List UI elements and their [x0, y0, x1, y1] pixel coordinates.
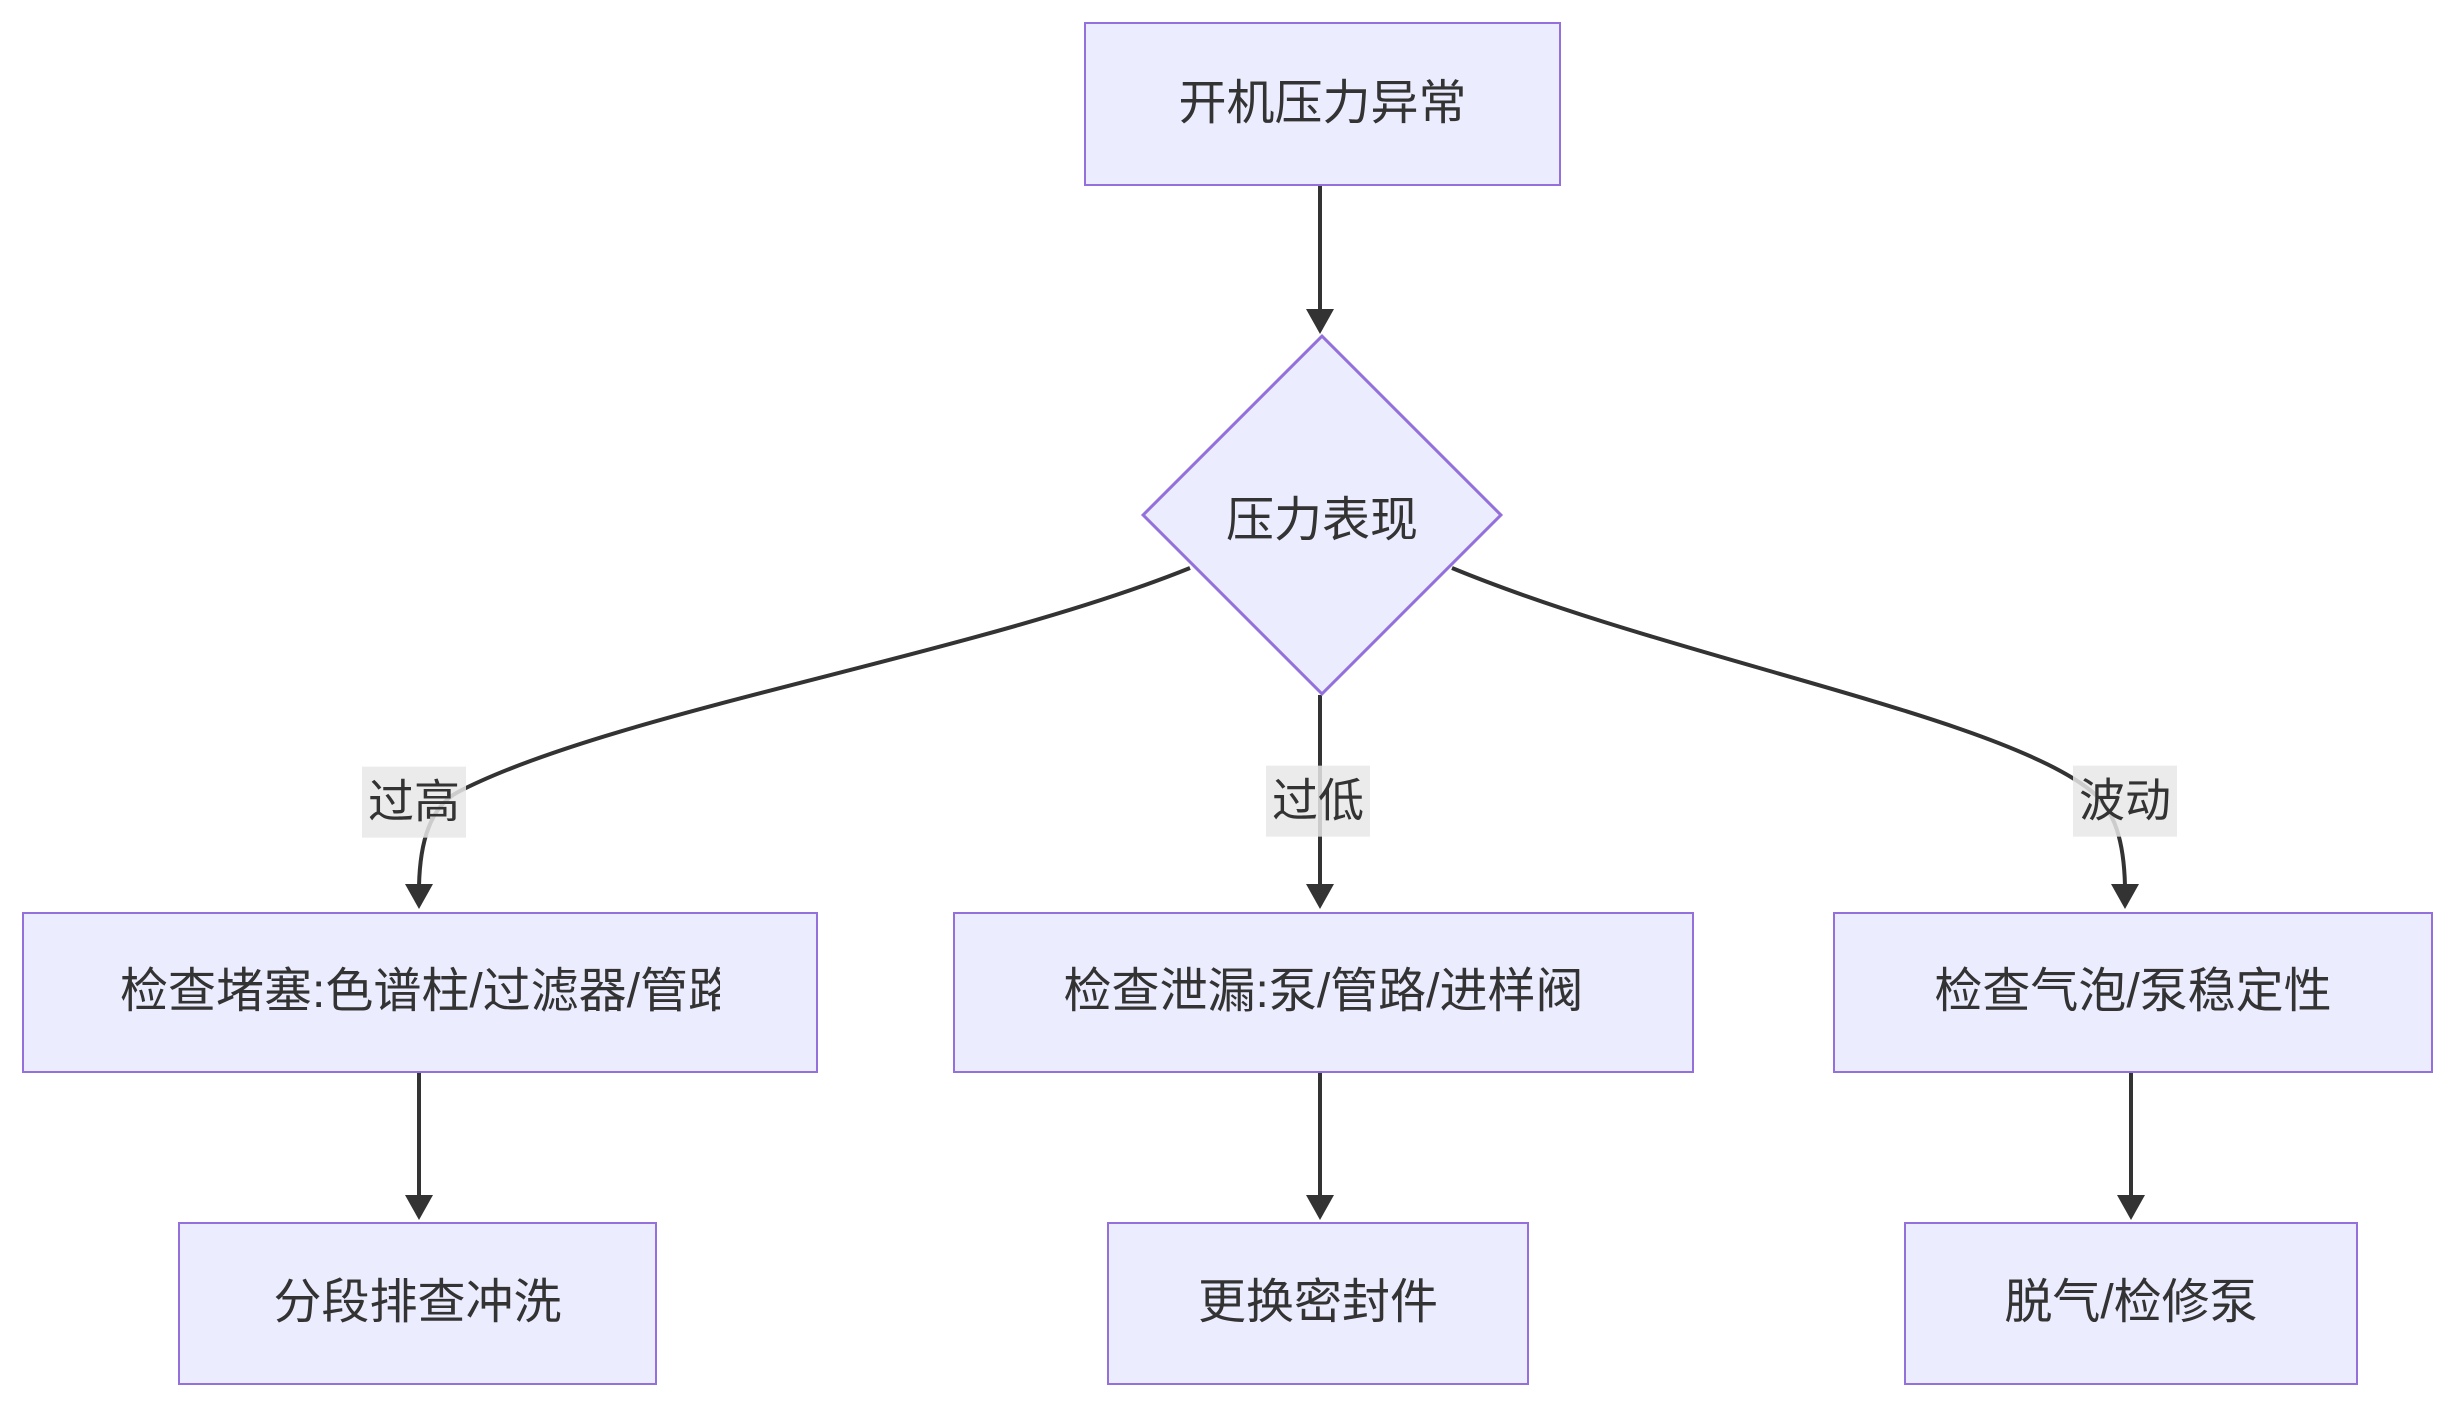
arrowhead-icon — [2111, 884, 2139, 909]
edge-decision-to-check-bubble — [1451, 566, 2139, 909]
node-replace-seal: 更换密封件 — [1107, 1222, 1529, 1385]
node-flush-label: 分段排查冲洗 — [273, 1276, 562, 1330]
node-check-bubble-label: 检查气泡/泵稳定性 — [1934, 965, 2332, 1019]
edge-label-low: 过低 — [1266, 765, 1370, 837]
edge-check-clog-to-flush — [405, 1073, 433, 1220]
node-replace-seal-label: 更换密封件 — [1197, 1276, 1438, 1330]
edge-line — [1451, 566, 2127, 887]
node-degas-label: 脱气/检修泵 — [2004, 1276, 2258, 1330]
edge-line — [417, 566, 1191, 887]
node-check-clog: 检查堵塞:色谱柱/过滤器/管路 — [22, 912, 818, 1073]
arrowhead-icon — [1306, 884, 1334, 909]
edge-label-fluctuation: 波动 — [2073, 765, 2177, 837]
arrowhead-icon — [1306, 1195, 1334, 1220]
arrowhead-icon — [405, 884, 433, 909]
node-degas: 脱气/检修泵 — [1904, 1222, 2358, 1385]
node-flush: 分段排查冲洗 — [178, 1222, 657, 1385]
arrowhead-icon — [2117, 1195, 2145, 1220]
node-start: 开机压力异常 — [1084, 22, 1561, 186]
node-start-label: 开机压力异常 — [1178, 76, 1467, 130]
node-check-leak: 检查泄漏:泵/管路/进样阀 — [953, 912, 1694, 1073]
edge-label-high: 过高 — [362, 766, 466, 838]
node-decision-label: 压力表现 — [1225, 494, 1419, 547]
node-check-clog-label: 检查堵塞:色谱柱/过滤器/管路 — [120, 965, 720, 1019]
arrowhead-icon — [405, 1195, 433, 1220]
arrowhead-icon — [1306, 309, 1334, 334]
edge-check-leak-to-replace-seal — [1306, 1073, 1334, 1220]
node-check-leak-label: 检查泄漏:泵/管路/进样阀 — [1063, 965, 1584, 1019]
edge-decision-to-check-clog — [405, 566, 1191, 909]
node-check-bubble: 检查气泡/泵稳定性 — [1833, 912, 2433, 1073]
edge-check-bubble-to-degas — [2117, 1073, 2145, 1220]
edge-start-to-decision — [1306, 186, 1334, 334]
